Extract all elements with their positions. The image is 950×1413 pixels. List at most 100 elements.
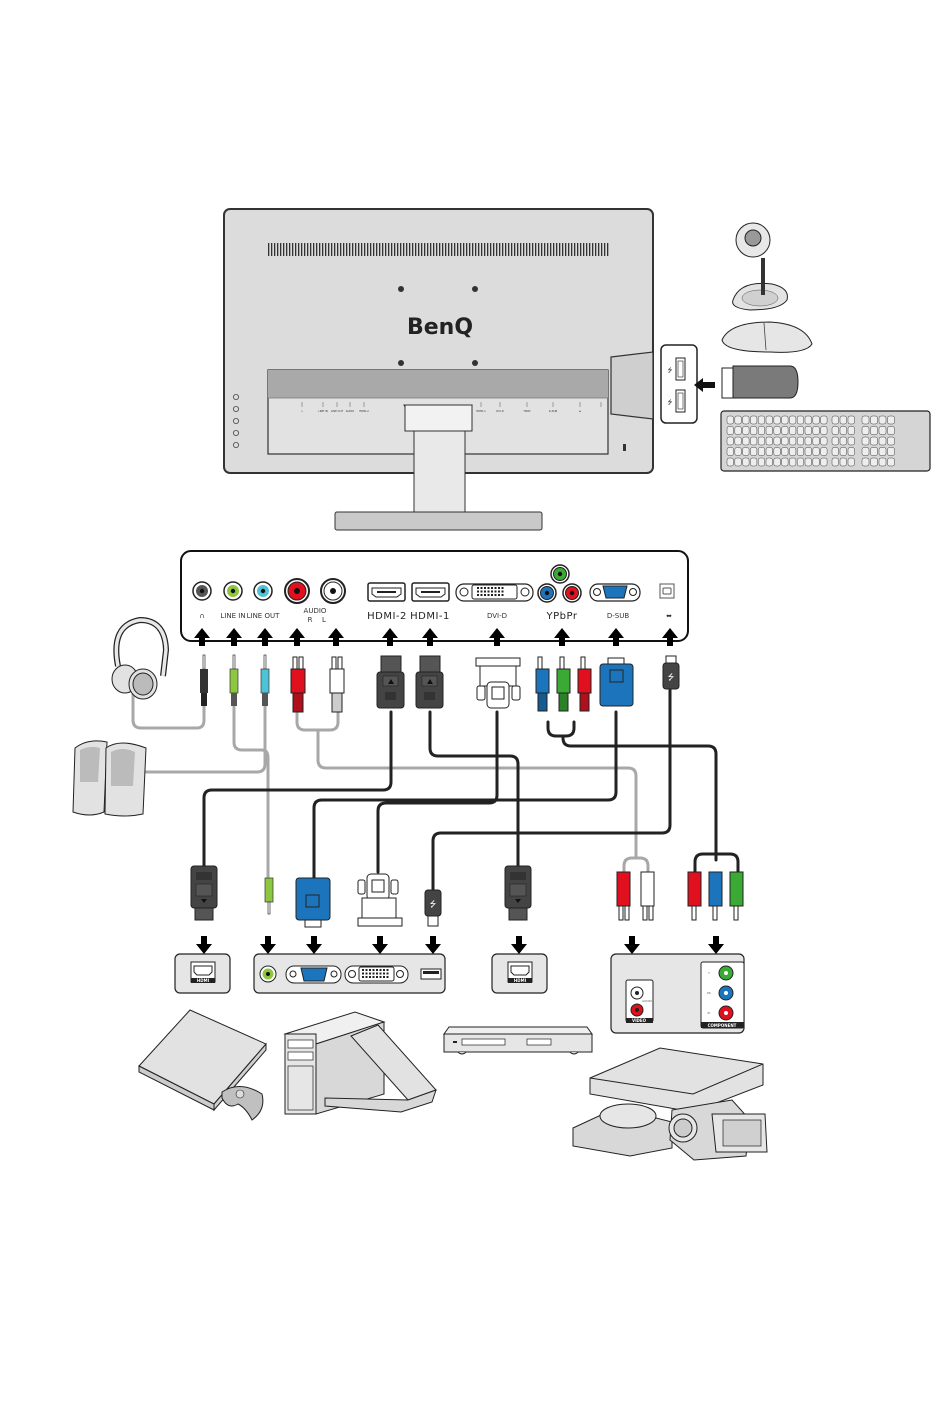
dvi-pin	[362, 973, 364, 975]
key	[821, 458, 828, 466]
dvi-pin	[477, 587, 479, 589]
vent-slot	[535, 243, 536, 256]
vesa-hole	[472, 360, 478, 366]
vent-slot	[364, 243, 365, 256]
headphone-jack[interactable]	[193, 582, 211, 600]
vent-slot	[370, 243, 371, 256]
vent-slot	[409, 243, 410, 256]
usb-cable	[433, 690, 670, 890]
pr-jack[interactable]	[563, 584, 581, 602]
arrow-down-icon	[306, 936, 322, 954]
dvi-pin	[376, 976, 378, 978]
line-in-jack-pc[interactable]	[260, 966, 276, 982]
rear-port-label: D-SUB	[549, 409, 557, 413]
vent-slot	[397, 243, 398, 256]
vent-slot	[487, 243, 488, 256]
key	[774, 416, 781, 424]
dvi-pin	[387, 976, 389, 978]
vent-slot	[466, 243, 467, 256]
key	[888, 427, 895, 435]
vent-slot	[502, 243, 503, 256]
audio-l-jack[interactable]	[321, 579, 345, 603]
key	[766, 437, 773, 445]
vent-slot	[538, 243, 539, 256]
vent-slot	[601, 243, 602, 256]
vent-slot	[271, 243, 272, 256]
vent-slot	[445, 243, 446, 256]
line-in-label: LINE IN	[220, 612, 245, 620]
usb-label: ⬌	[666, 612, 672, 620]
ypbpr-label: YPbPr	[546, 611, 578, 622]
vesa-hole	[472, 286, 478, 292]
audio-rca-cable	[297, 712, 636, 858]
key	[735, 416, 742, 424]
dvi-port-pc[interactable]	[345, 966, 408, 983]
dvd-player	[444, 1027, 592, 1054]
key	[840, 458, 847, 466]
dvi-pin	[387, 973, 389, 975]
key	[805, 458, 812, 466]
dvi-pin	[484, 587, 486, 589]
dvi-d-port[interactable]	[456, 584, 533, 601]
key	[862, 458, 869, 466]
mouse	[722, 322, 812, 352]
vesa-hole	[398, 360, 404, 366]
key	[782, 448, 789, 456]
vent-slot	[490, 243, 491, 256]
key	[832, 437, 839, 445]
y-jack[interactable]	[551, 565, 569, 583]
vent-slot	[484, 243, 485, 256]
vent-slot	[463, 243, 464, 256]
key	[758, 437, 765, 445]
audio-r-jack[interactable]	[285, 579, 309, 603]
dvi-pin	[495, 587, 497, 589]
d-sub-port[interactable]	[590, 584, 640, 601]
vent-slot	[562, 243, 563, 256]
hdmi-2-port[interactable]	[368, 583, 405, 601]
key	[750, 416, 757, 424]
dvi-pin	[484, 594, 486, 596]
key	[758, 427, 765, 435]
vent-slot	[328, 243, 329, 256]
line-in-cable	[234, 706, 268, 878]
game-console	[139, 1010, 266, 1120]
key	[782, 427, 789, 435]
usb-port-pc[interactable]	[421, 969, 441, 979]
vent-slot	[433, 243, 434, 256]
key	[848, 437, 855, 445]
vesa-hole	[398, 286, 404, 292]
y-label: Y	[708, 971, 710, 975]
vent-slot	[523, 243, 524, 256]
svg-text:⭍: ⭍	[430, 900, 437, 909]
hdmi-1-port[interactable]	[412, 583, 449, 601]
line-in-jack[interactable]	[224, 582, 242, 600]
dvi-pin	[477, 591, 479, 593]
vent-slot	[337, 243, 338, 256]
usb-icon: ⭍	[668, 398, 673, 406]
pb-jack[interactable]	[538, 584, 556, 602]
key	[727, 458, 734, 466]
key	[750, 437, 757, 445]
key	[743, 416, 750, 424]
usb-upstream-port[interactable]	[660, 584, 674, 598]
vent-slot	[277, 243, 278, 256]
dvi-pin	[484, 591, 486, 593]
dvi-pin	[488, 587, 490, 589]
vent-slot	[607, 243, 608, 256]
key	[774, 448, 781, 456]
dvi-pin	[488, 591, 490, 593]
key	[789, 437, 796, 445]
key	[743, 437, 750, 445]
key	[821, 427, 828, 435]
dvi-pin	[373, 976, 375, 978]
vent-slot	[577, 243, 578, 256]
rear-port-label: ∩	[301, 410, 303, 413]
rear-port-label: HDMI-2	[359, 409, 369, 413]
dvi-pin	[383, 969, 385, 971]
line-out-jack[interactable]	[254, 582, 272, 600]
vent-slot	[514, 243, 515, 256]
vga-port-pc[interactable]	[286, 966, 341, 983]
key	[862, 427, 869, 435]
vent-slot	[313, 243, 314, 256]
